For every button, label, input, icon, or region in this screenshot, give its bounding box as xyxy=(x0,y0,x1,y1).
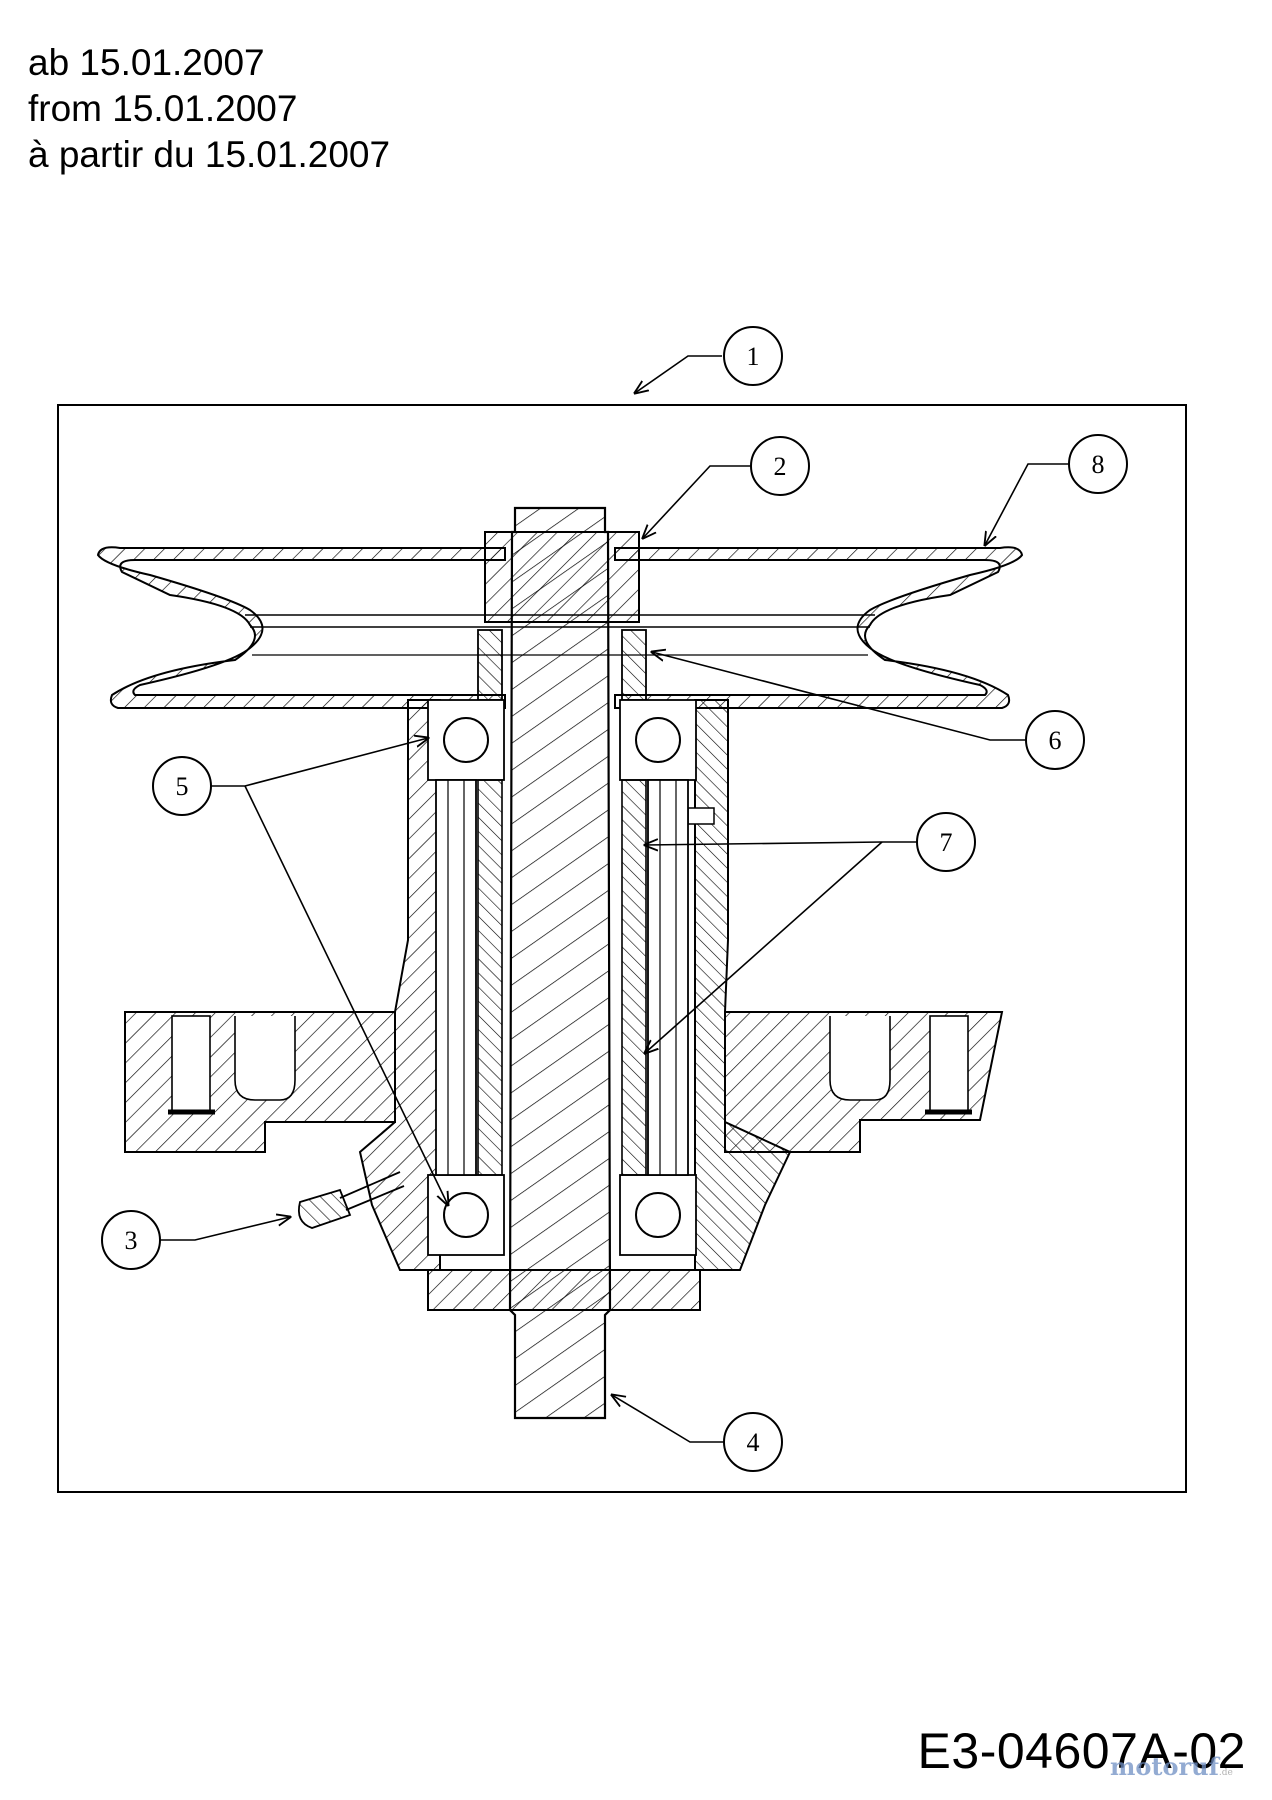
validity-date-fr: à partir du 15.01.2007 xyxy=(28,134,391,175)
callout-1-label: 1 xyxy=(747,342,760,371)
callout-2-label: 2 xyxy=(774,452,787,481)
document-number: E3-04607A-02 xyxy=(917,1723,1246,1779)
watermark-logo: motoruf.de xyxy=(1110,1752,1233,1781)
bearings-and-spacers xyxy=(427,629,697,1256)
callout-3-label: 3 xyxy=(125,1226,138,1255)
callout-4-label: 4 xyxy=(747,1428,760,1457)
validity-header: ab 15.01.2007 from 15.01.2007 à partir d… xyxy=(28,40,390,178)
callout-4: 4 xyxy=(723,1412,783,1472)
spindle-shaft xyxy=(508,506,612,1420)
callout-8-label: 8 xyxy=(1092,450,1105,479)
housing-flange xyxy=(124,1011,1004,1153)
callout-7: 7 xyxy=(916,812,976,872)
watermark-suffix: .de xyxy=(1218,1768,1233,1778)
callout-6-label: 6 xyxy=(1049,726,1062,755)
callout-6: 6 xyxy=(1025,710,1085,770)
callout-7-label: 7 xyxy=(940,828,953,857)
callout-5-label: 5 xyxy=(176,772,189,801)
callout-2: 2 xyxy=(750,436,810,496)
callout-3: 3 xyxy=(101,1210,161,1270)
grease-fitting xyxy=(297,1171,405,1229)
validity-date-de: ab 15.01.2007 xyxy=(28,42,265,83)
validity-date-en: from 15.01.2007 xyxy=(28,88,298,129)
drawing-frame xyxy=(57,404,1187,1493)
callout-5: 5 xyxy=(152,756,212,816)
callout-1: 1 xyxy=(723,326,783,386)
leader-lines xyxy=(160,355,1070,1443)
watermark-brand: motoruf xyxy=(1110,1752,1219,1781)
callout-8: 8 xyxy=(1068,434,1128,494)
